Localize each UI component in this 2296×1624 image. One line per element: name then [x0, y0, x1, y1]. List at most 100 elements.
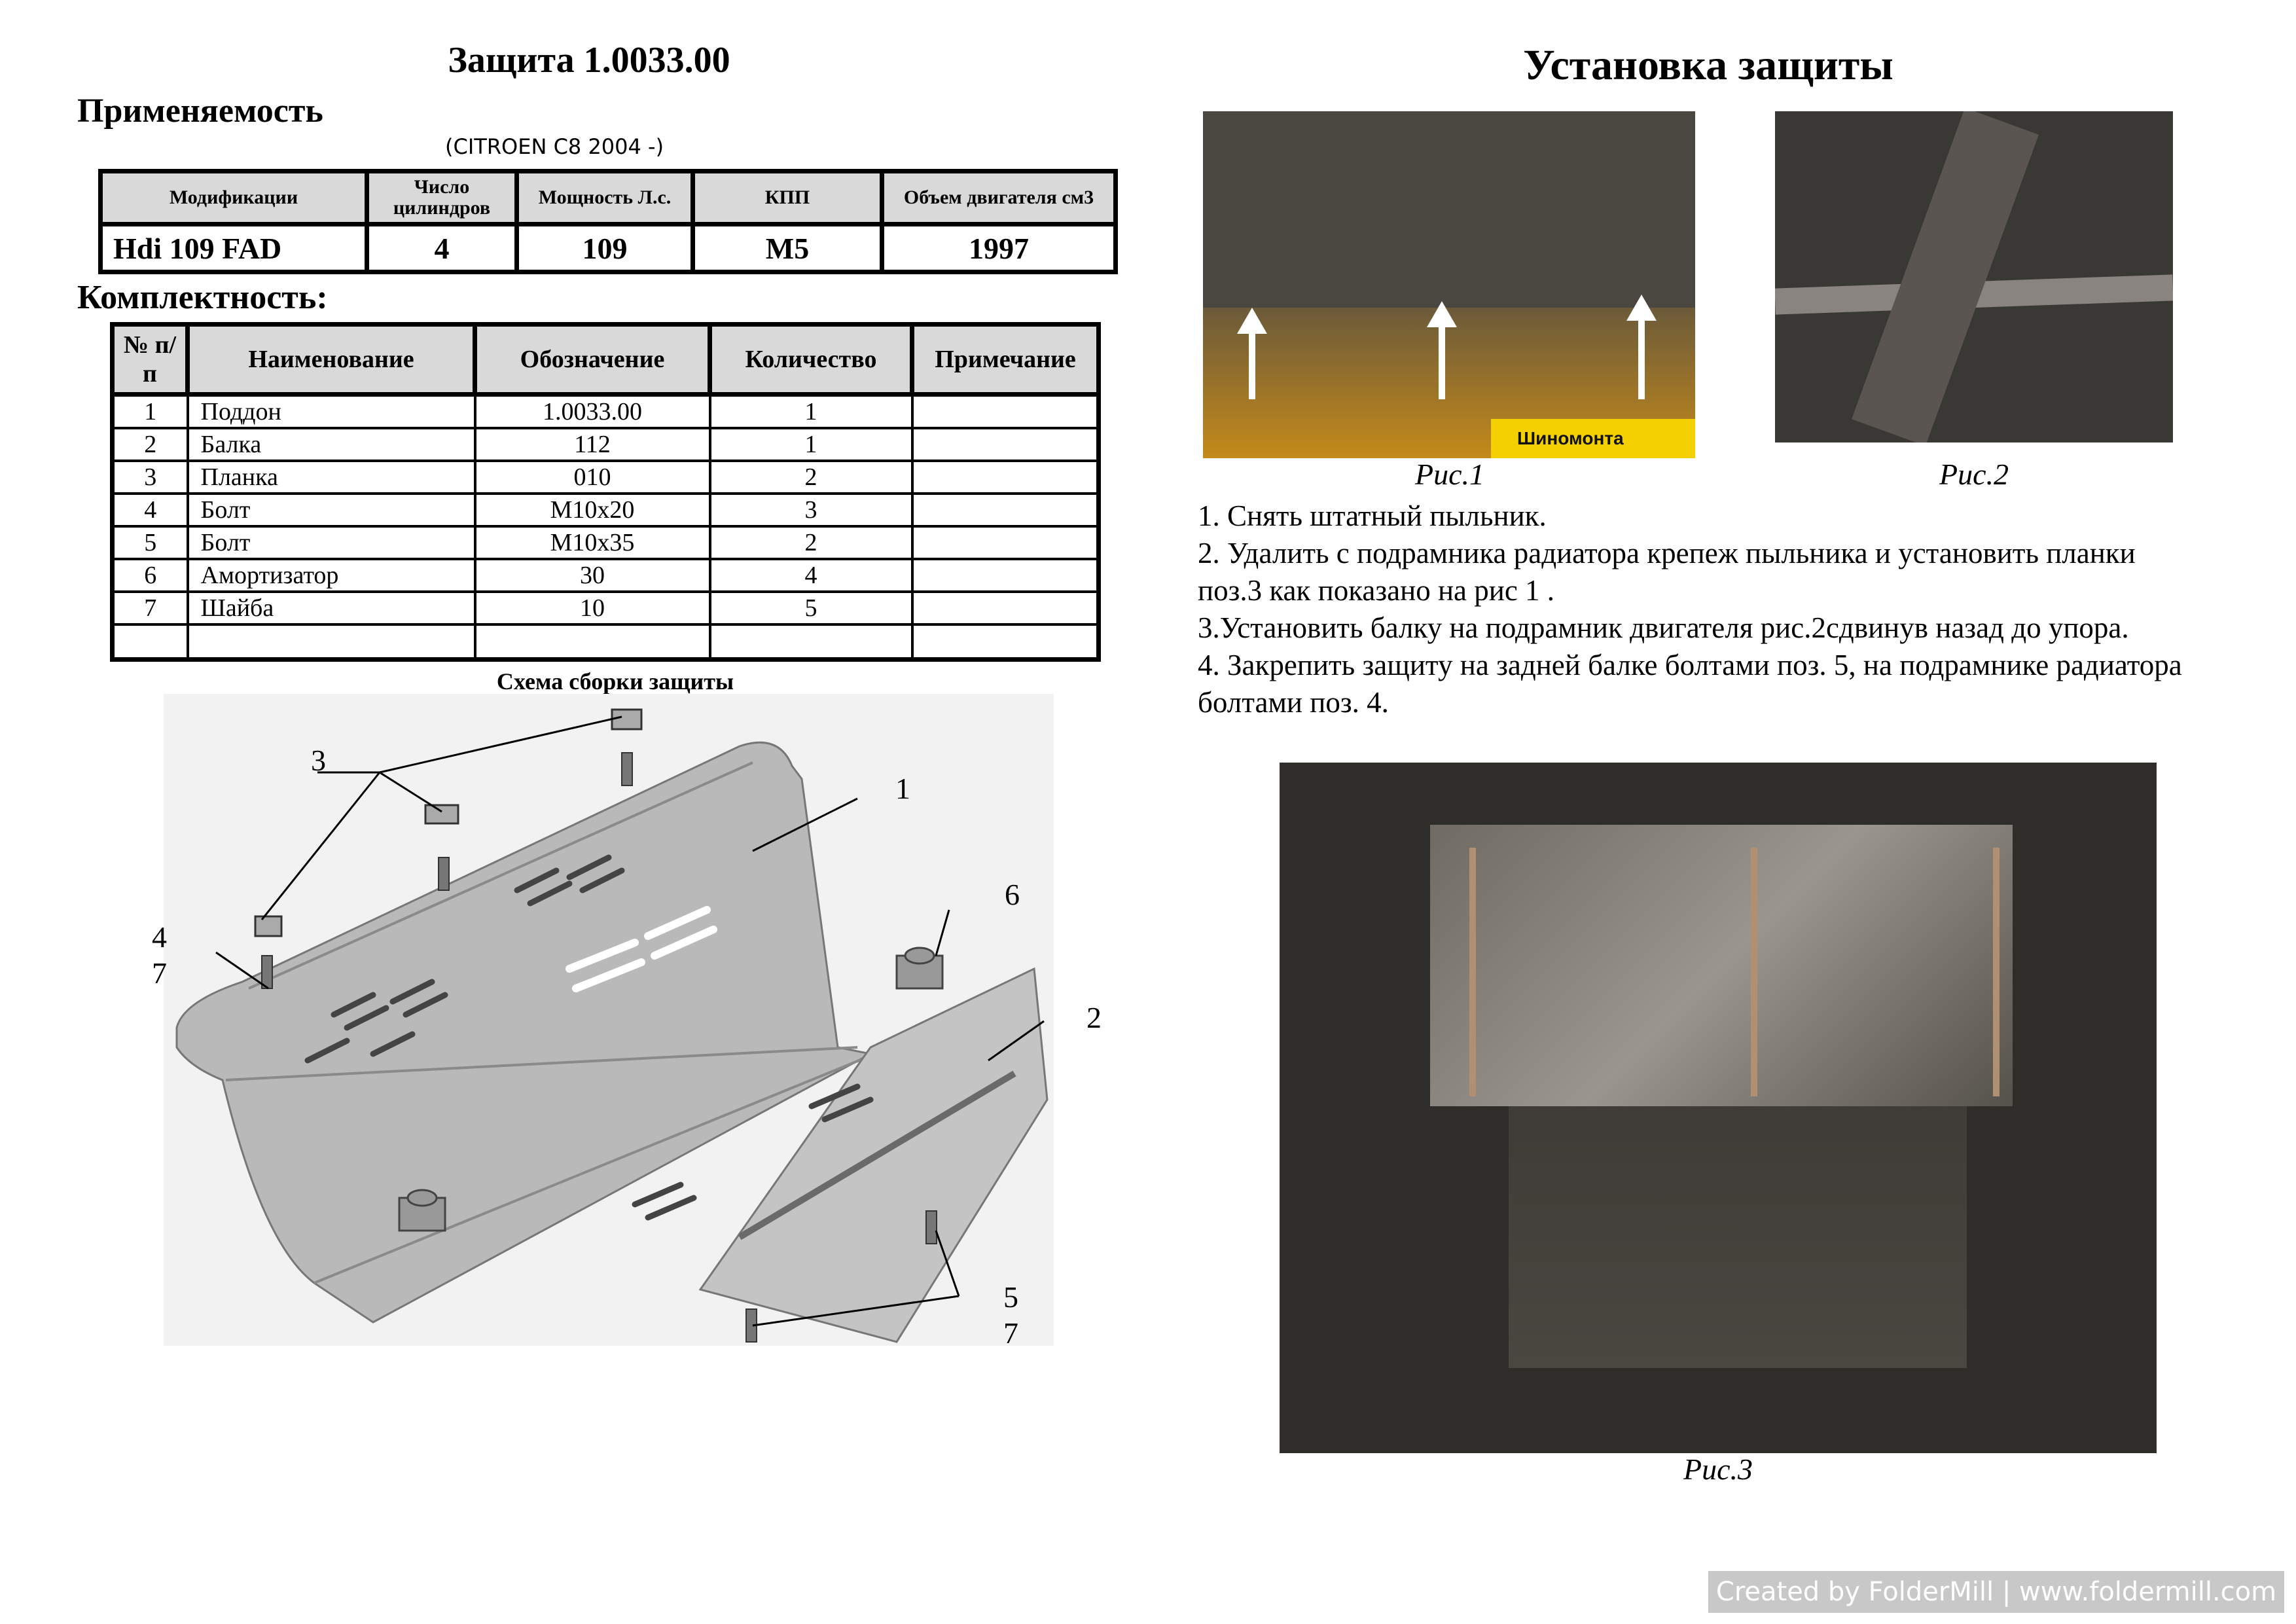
spec-cell: 109	[514, 222, 695, 274]
arrow-indicator	[1638, 308, 1645, 399]
arrow-indicator	[1439, 314, 1445, 399]
kit-cell-name: Амортизатор	[186, 558, 476, 593]
skid-plate-photo	[1430, 825, 2013, 1106]
figure-2-caption: Рис.2	[1939, 458, 2009, 491]
kit-cell-num: 4	[111, 492, 189, 528]
kit-header: Примечание	[910, 322, 1101, 397]
callout-6: 6	[1005, 878, 1020, 911]
kit-cell-num: 5	[111, 525, 189, 560]
callout-5: 5	[1003, 1280, 1018, 1314]
figure-3-photo	[1280, 763, 2157, 1453]
kit-cell-code: M10x35	[473, 525, 711, 560]
kit-cell-name: Балка	[186, 427, 476, 462]
kit-cell-code: 10	[473, 590, 711, 626]
spec-header: Объем двигателя см3	[880, 169, 1118, 226]
arrow-head	[1237, 308, 1267, 334]
tray-fold-line	[248, 761, 753, 990]
kit-cell-name: Поддон	[186, 393, 476, 429]
kit-header: Наименование	[185, 322, 477, 397]
spec-cell: 4	[365, 222, 519, 274]
callout-2: 2	[1086, 1001, 1102, 1034]
spec-header: Модификации	[98, 169, 369, 226]
assembly-diagram	[164, 694, 1054, 1346]
table-row: Hdi 109 FAD 4 109 M5 1997	[98, 222, 1118, 274]
kit-cell-name: Болт	[186, 492, 476, 528]
beam	[738, 1070, 1016, 1240]
kit-cell-note	[910, 590, 1100, 626]
callout-1: 1	[895, 772, 910, 805]
schema-title: Схема сборки защиты	[496, 668, 734, 695]
vent-slots	[304, 854, 874, 1221]
kit-cell-num: 7	[111, 590, 189, 626]
table-row	[111, 623, 1100, 661]
large-vents	[565, 906, 717, 992]
installation-steps: 1. Снять штатный пыльник. 2. Удалить с п…	[1198, 497, 2193, 721]
spec-cell: 1997	[880, 222, 1118, 274]
arrow-indicator	[1249, 321, 1255, 399]
kit-cell-note	[910, 393, 1100, 429]
tray-fold-line	[225, 1046, 858, 1081]
kit-cell-code: 1.0033.00	[473, 393, 711, 429]
vehicle-model: (CITROEN C8 2004 -)	[445, 134, 664, 159]
kit-cell-qty: 2	[708, 525, 914, 560]
shop-sign: Шиномонта	[1491, 419, 1695, 458]
kit-cell-num: 3	[111, 460, 189, 495]
kit-cell-note	[910, 492, 1100, 528]
figure-3-caption: Рис.3	[1683, 1453, 1753, 1486]
kit-header: № п/п	[110, 322, 190, 397]
step-1: 1. Снять штатный пыльник.	[1198, 499, 1547, 532]
applicability-heading: Применяемость	[77, 92, 323, 130]
step-3: 3.Установить балку на подрамник двигател…	[1198, 611, 2129, 644]
callout-4: 4	[152, 920, 167, 954]
spec-header: Мощность Л.с.	[514, 169, 695, 226]
kit-heading: Комплектность:	[77, 279, 328, 316]
kit-header: Обозначение	[473, 322, 712, 397]
kit-cell-code: M10x20	[473, 492, 711, 528]
plates	[254, 708, 643, 937]
kit-cell-code: 010	[473, 460, 711, 495]
kit-header: Количество	[708, 322, 914, 397]
installation-title: Установка защиты	[1523, 41, 1893, 89]
specification-table: Модификации Число цилиндров Мощность Л.с…	[98, 169, 1118, 274]
kit-cell-name: Планка	[186, 460, 476, 495]
kit-cell-name: Болт	[186, 525, 476, 560]
kit-cell-qty: 4	[708, 558, 914, 593]
spec-header: Число цилиндров	[365, 169, 519, 226]
spec-cell: M5	[691, 222, 884, 274]
kit-cell-qty: 1	[708, 427, 914, 462]
figure-2-photo	[1775, 111, 2173, 442]
kit-cell-note	[910, 460, 1100, 495]
kit-cell-name: Шайба	[186, 590, 476, 626]
tray-fold-line	[314, 1056, 868, 1284]
spec-cell: Hdi 109 FAD	[98, 222, 369, 274]
figure-1-photo: Шиномонта	[1203, 111, 1695, 458]
kit-cell-note	[910, 558, 1100, 593]
damper-mounts	[398, 947, 944, 1232]
step-2: 2. Удалить с подрамника радиатора крепеж…	[1198, 537, 2136, 607]
figure-1-caption: Рис.1	[1414, 458, 1484, 491]
kit-cell-note	[910, 525, 1100, 560]
kit-cell-num: 6	[111, 558, 189, 593]
kit-cell-qty: 2	[708, 460, 914, 495]
kit-cell-qty: 5	[708, 590, 914, 626]
kit-cell-note	[910, 427, 1100, 462]
step-4: 4. Закрепить защиту на задней балке болт…	[1198, 649, 2182, 719]
kit-cell-qty: 3	[708, 492, 914, 528]
callout-7: 7	[152, 956, 167, 990]
callout-7: 7	[1003, 1316, 1018, 1350]
kit-cell-num: 2	[111, 427, 189, 462]
callout-leaders	[215, 715, 1045, 1327]
skid-plate-shape	[175, 741, 874, 1324]
kit-cell-code: 30	[473, 558, 711, 593]
watermark-footer: Created by FolderMill | www.foldermill.c…	[1708, 1571, 2284, 1613]
kit-table: № п/п Наименование Обозначение Количеств…	[110, 322, 1101, 662]
callout-3: 3	[311, 744, 326, 777]
kit-cell-num: 1	[111, 393, 189, 429]
arrow-head	[1427, 301, 1457, 327]
